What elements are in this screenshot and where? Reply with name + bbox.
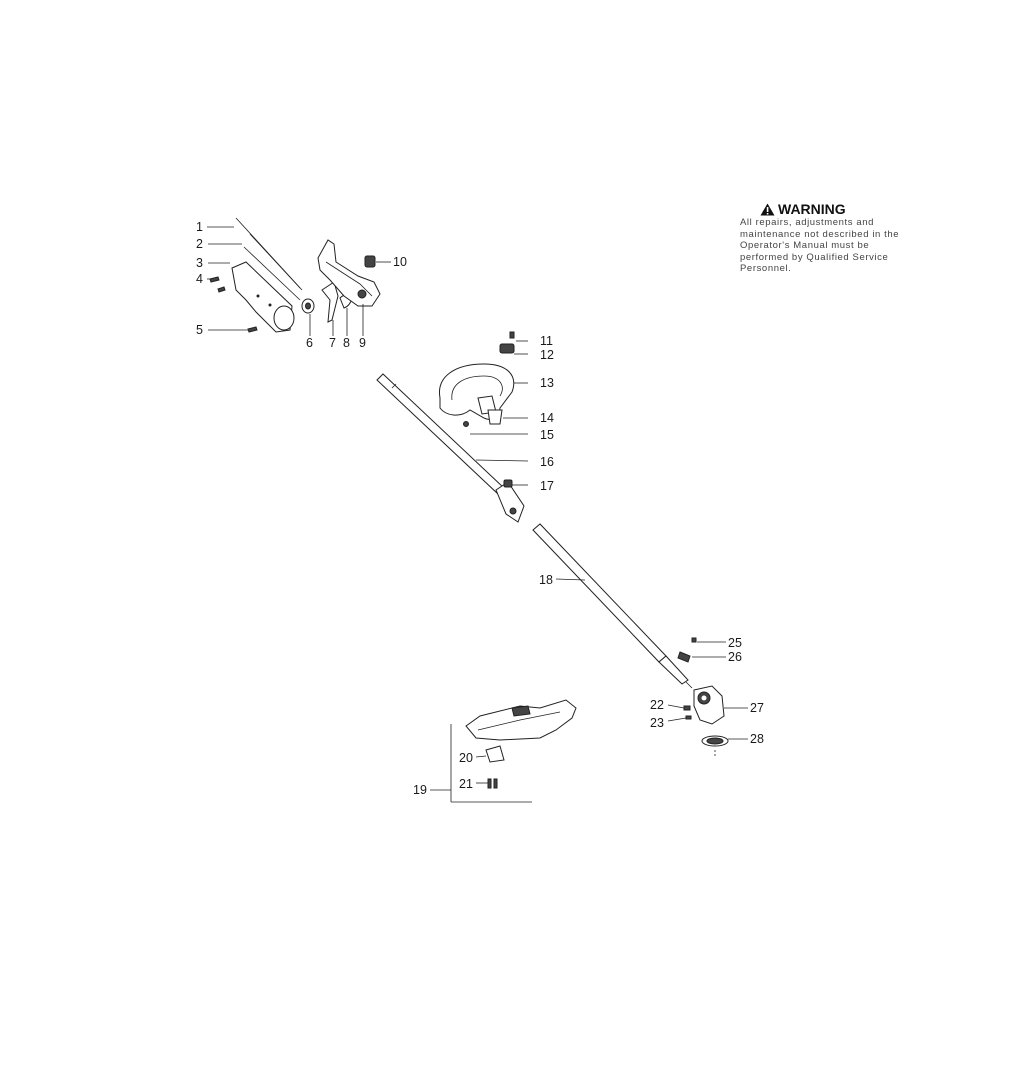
callout-2: 2 (196, 237, 203, 251)
callout-15: 15 (540, 428, 554, 442)
callout-12: 12 (540, 348, 554, 362)
leader-lines-gear-head (667, 704, 748, 740)
callout-8: 8 (343, 336, 350, 350)
warning-title: WARNING (760, 201, 900, 217)
throttle-handle-assembly (209, 217, 381, 333)
callout-25: 25 (728, 636, 742, 650)
warning-title-text: WARNING (778, 201, 846, 217)
callout-16: 16 (540, 455, 554, 469)
callout-3: 3 (196, 256, 203, 270)
leader-lines-lower-shaft (555, 578, 726, 658)
callout-17: 17 (540, 479, 554, 493)
callout-labels: 1 2 3 4 5 6 7 8 9 10 11 12 13 14 15 16 1… (196, 220, 764, 797)
callout-10: 10 (393, 255, 407, 269)
callout-20: 20 (459, 751, 473, 765)
warning-triangle-icon (760, 203, 775, 215)
callout-18: 18 (539, 573, 553, 587)
leader-lines-top-left (207, 226, 391, 336)
callout-19: 19 (413, 783, 427, 797)
callout-5: 5 (196, 323, 203, 337)
callout-14: 14 (540, 411, 554, 425)
callout-1: 1 (196, 220, 203, 234)
callout-13: 13 (540, 376, 554, 390)
guard-bracket-lines (430, 724, 532, 803)
guard-assembly (465, 699, 577, 789)
upper-shaft (376, 373, 525, 523)
callout-23: 23 (650, 716, 664, 730)
loop-handle-assembly (439, 331, 515, 427)
callout-6: 6 (306, 336, 313, 350)
lower-shaft (532, 523, 697, 689)
callout-22: 22 (650, 698, 664, 712)
leader-lines-loop-handle (470, 340, 528, 435)
warning-notice: WARNING All repairs, adjustments and mai… (740, 201, 900, 275)
leader-lines-upper-shaft (475, 459, 529, 486)
callout-26: 26 (728, 650, 742, 664)
callout-27: 27 (750, 701, 764, 715)
callout-7: 7 (329, 336, 336, 350)
callout-21: 21 (459, 777, 473, 791)
callout-9: 9 (359, 336, 366, 350)
warning-body: All repairs, adjustments and maintenance… (740, 217, 900, 274)
callout-11: 11 (540, 334, 553, 348)
callout-4: 4 (196, 272, 203, 286)
callout-28: 28 (750, 732, 764, 746)
gear-head-assembly (683, 685, 729, 758)
